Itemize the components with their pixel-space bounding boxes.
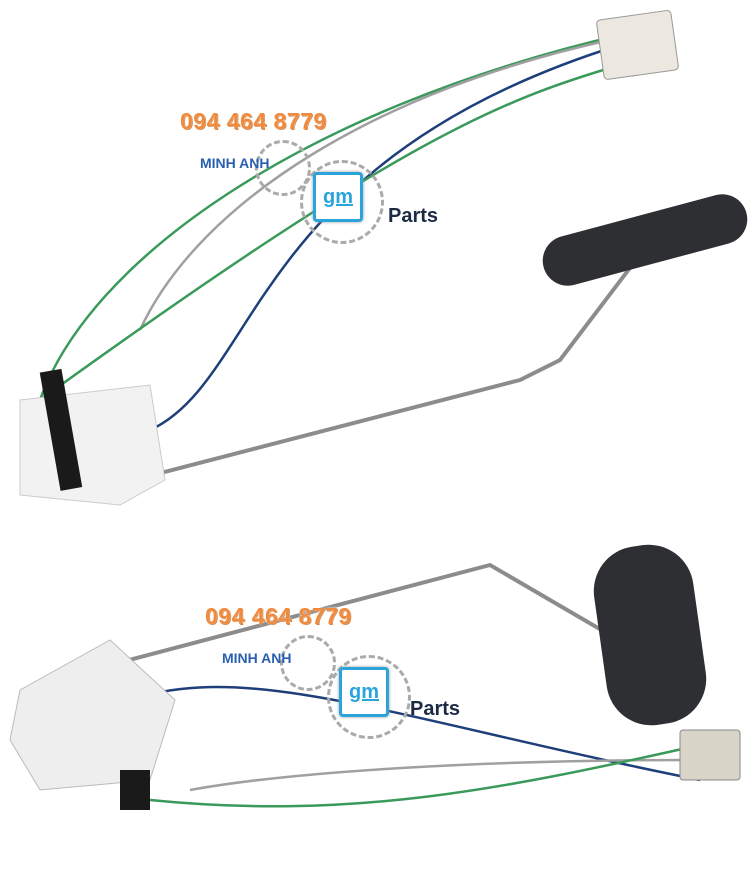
float: [542, 194, 748, 286]
gear-icon: [327, 655, 411, 739]
gear-icon: [300, 160, 384, 244]
parts-watermark: Parts: [410, 698, 461, 720]
sender-unit-top: [19, 10, 748, 506]
brand-watermark: MINH ANH: [222, 650, 292, 666]
gear-icon: [255, 140, 311, 196]
phone-watermark: 094 464 8779: [205, 603, 352, 629]
gm-logo: gm: [339, 667, 389, 717]
brand-watermark: MINH ANH: [200, 155, 270, 171]
gm-logo: gm: [313, 172, 363, 222]
gear-icon: [280, 635, 336, 691]
phone-watermark: 094 464 8779: [180, 108, 327, 134]
connector: [679, 729, 741, 781]
float-arm: [109, 562, 612, 667]
parts-watermark: Parts: [388, 205, 439, 227]
float-arm: [94, 233, 657, 492]
float: [593, 544, 707, 726]
connector: [596, 10, 679, 80]
